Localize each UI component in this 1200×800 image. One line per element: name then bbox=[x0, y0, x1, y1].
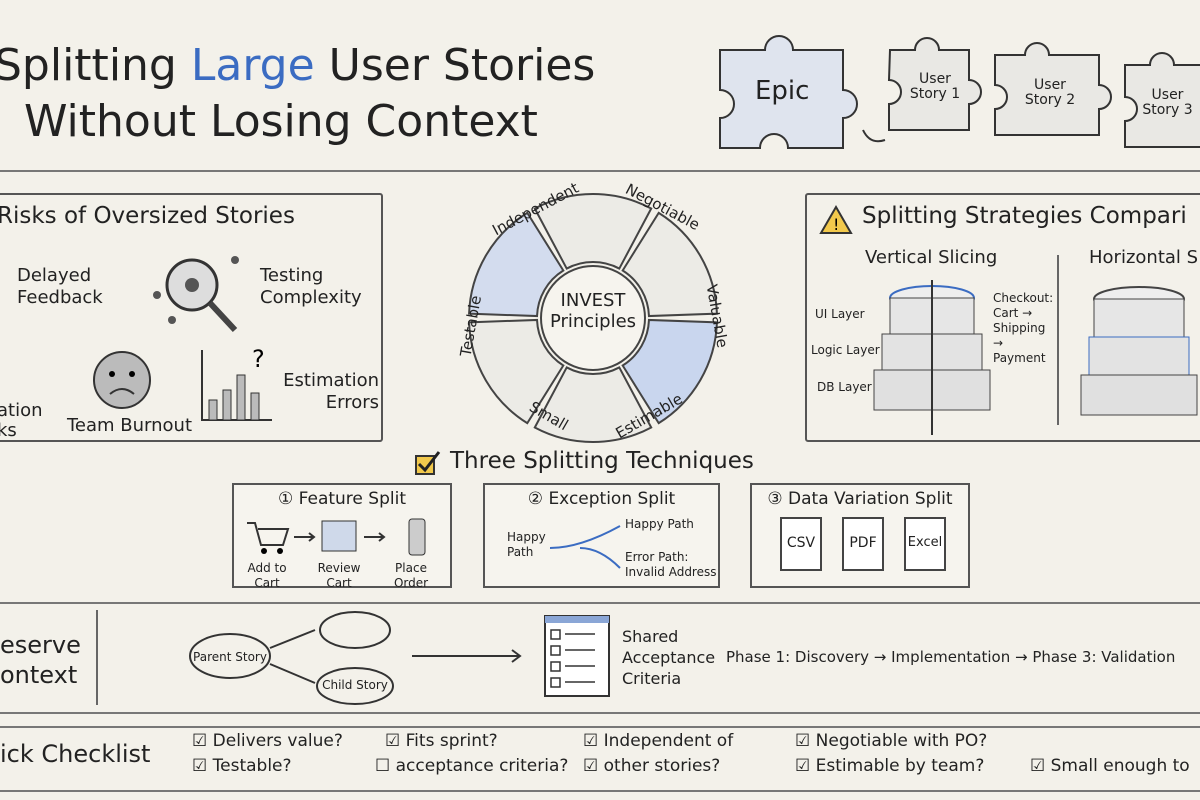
checklist-item[interactable]: ☑ Fits sprint? bbox=[385, 731, 498, 751]
techniques-heading: Three Splitting Techniques bbox=[450, 448, 754, 474]
step-label: Review Cart bbox=[317, 561, 361, 590]
pdf-file-icon: PDF bbox=[842, 517, 884, 571]
story-puzzle-icon bbox=[887, 37, 982, 131]
epic-puzzle-icon bbox=[719, 35, 858, 149]
child-story-label: Child Story bbox=[322, 678, 388, 692]
checklist-document-icon bbox=[544, 615, 610, 697]
warning-icon: ! bbox=[819, 205, 853, 234]
divider bbox=[1057, 255, 1059, 425]
risk-delayed-feedback: Delayed Feedback bbox=[17, 265, 103, 308]
divider bbox=[0, 726, 1200, 728]
error-path-label: Error Path: Invalid Address bbox=[625, 550, 717, 579]
feature-flow-icons bbox=[247, 518, 426, 556]
data-variation-card: ③ Data Variation Split CSV PDF Excel bbox=[750, 483, 970, 588]
card-title: ① Feature Split bbox=[278, 489, 406, 509]
invest-segment-valuable bbox=[621, 318, 718, 425]
puzzle-pieces bbox=[719, 35, 1200, 149]
epic-label: Epic bbox=[755, 76, 810, 106]
checklist-item[interactable]: ☑ Delivers value? bbox=[192, 731, 343, 751]
checklist-item[interactable]: ☑ Independent of bbox=[583, 731, 734, 751]
happy-path-label: Happy Path bbox=[507, 530, 546, 559]
risk-testing-complexity: Testing Complexity bbox=[260, 265, 362, 308]
checklist-heading: ick Checklist bbox=[0, 740, 151, 768]
title-text: User Stories bbox=[314, 40, 596, 91]
checklist-item[interactable]: ☑ Negotiable with PO? bbox=[795, 731, 988, 751]
strategies-panel: ! Splitting Strategies Compari Vertical … bbox=[805, 193, 1200, 442]
svg-text:!: ! bbox=[833, 215, 839, 234]
invest-segment-independent bbox=[533, 193, 653, 270]
risk-team-burnout: Team Burnout bbox=[67, 415, 193, 436]
invest-segment-testable bbox=[468, 211, 565, 318]
branch-arrow-icon bbox=[550, 525, 621, 569]
invest-center bbox=[540, 265, 646, 371]
ui-layer-label: UI Layer bbox=[815, 307, 865, 321]
horizontal-slicing-label: Horizontal S bbox=[1089, 247, 1199, 268]
invest-center-label: INVEST Principles bbox=[549, 290, 637, 332]
excel-file-icon: Excel bbox=[904, 517, 946, 571]
checklist-item[interactable]: ☑ Small enough to bbox=[1030, 756, 1190, 776]
checklist-item[interactable]: ☑ other stories? bbox=[583, 756, 721, 776]
risk-estimation-errors: Estimation Errors bbox=[283, 370, 379, 413]
checkout-note: Checkout: Cart → Shipping → Payment bbox=[993, 291, 1054, 365]
svg-text:?: ? bbox=[252, 345, 265, 373]
invest-wheel bbox=[468, 193, 718, 443]
card-title: ② Exception Split bbox=[527, 489, 676, 509]
invest-segment-estimable bbox=[533, 366, 653, 443]
logic-layer-label: Logic Layer bbox=[811, 343, 880, 357]
page-title: Splitting Large User Stories Without Los… bbox=[0, 38, 595, 150]
heading-line: ontext bbox=[0, 661, 78, 689]
happy-path-label: Happy Path bbox=[625, 517, 694, 531]
invest-segment-negotiable bbox=[621, 211, 718, 318]
checkbox-icon bbox=[415, 451, 441, 475]
strategies-heading: Splitting Strategies Compari bbox=[862, 203, 1187, 229]
story-label: User Story 3 bbox=[1142, 87, 1193, 118]
invest-segment-small bbox=[468, 318, 565, 425]
sad-face-icon bbox=[93, 351, 151, 409]
step-label: Place Order bbox=[393, 561, 429, 590]
parent-story-label: Parent Story bbox=[193, 650, 267, 664]
csv-file-icon: CSV bbox=[780, 517, 822, 571]
shared-criteria-label: Shared Acceptance Criteria bbox=[622, 627, 716, 688]
checklist-item[interactable]: ☐ acceptance criteria? bbox=[375, 756, 569, 776]
card-title: ③ Data Variation Split bbox=[767, 489, 953, 509]
magnifier-bug-icon bbox=[153, 256, 239, 333]
title-text: Splitting bbox=[0, 40, 191, 91]
divider bbox=[0, 602, 1200, 604]
divider bbox=[0, 790, 1200, 792]
risks-heading: Risks of Oversized Stories bbox=[0, 203, 295, 229]
divider bbox=[96, 610, 98, 705]
title-subtitle: Without Losing Context bbox=[24, 96, 538, 147]
divider bbox=[0, 170, 1200, 172]
story-label: User Story 1 bbox=[909, 71, 961, 102]
story-tree-icon bbox=[189, 611, 522, 705]
checklist-item[interactable]: ☑ Testable? bbox=[192, 756, 292, 776]
risk-label: ation bbox=[0, 400, 43, 421]
story-puzzle-icon bbox=[994, 42, 1112, 136]
step-label: Add to Cart bbox=[247, 561, 287, 590]
vertical-slicing-label: Vertical Slicing bbox=[865, 247, 998, 268]
phases-flow: Phase 1: Discovery → Implementation → Ph… bbox=[726, 648, 1176, 666]
title-highlight: Large bbox=[190, 40, 315, 91]
arrow-icon bbox=[862, 129, 886, 143]
risk-label: ks bbox=[0, 420, 17, 441]
story-puzzle-icon bbox=[1124, 52, 1200, 148]
heading-line: eserve bbox=[0, 631, 81, 659]
horizontal-cake-icon bbox=[1080, 286, 1198, 416]
risks-panel: Risks of Oversized Stories Delayed Feedb… bbox=[0, 193, 383, 442]
db-layer-label: DB Layer bbox=[817, 380, 872, 394]
chart-question-icon: ? bbox=[201, 345, 272, 421]
exception-split-card: ② Exception Split Happy Path Happy Path … bbox=[483, 483, 720, 588]
vertical-cake-icon bbox=[873, 280, 991, 435]
divider bbox=[0, 712, 1200, 714]
feature-split-card: ① Feature Split Add to Cart Review Cart … bbox=[232, 483, 452, 590]
checklist-item[interactable]: ☑ Estimable by team? bbox=[795, 756, 985, 776]
story-label: User Story 2 bbox=[1024, 77, 1076, 108]
